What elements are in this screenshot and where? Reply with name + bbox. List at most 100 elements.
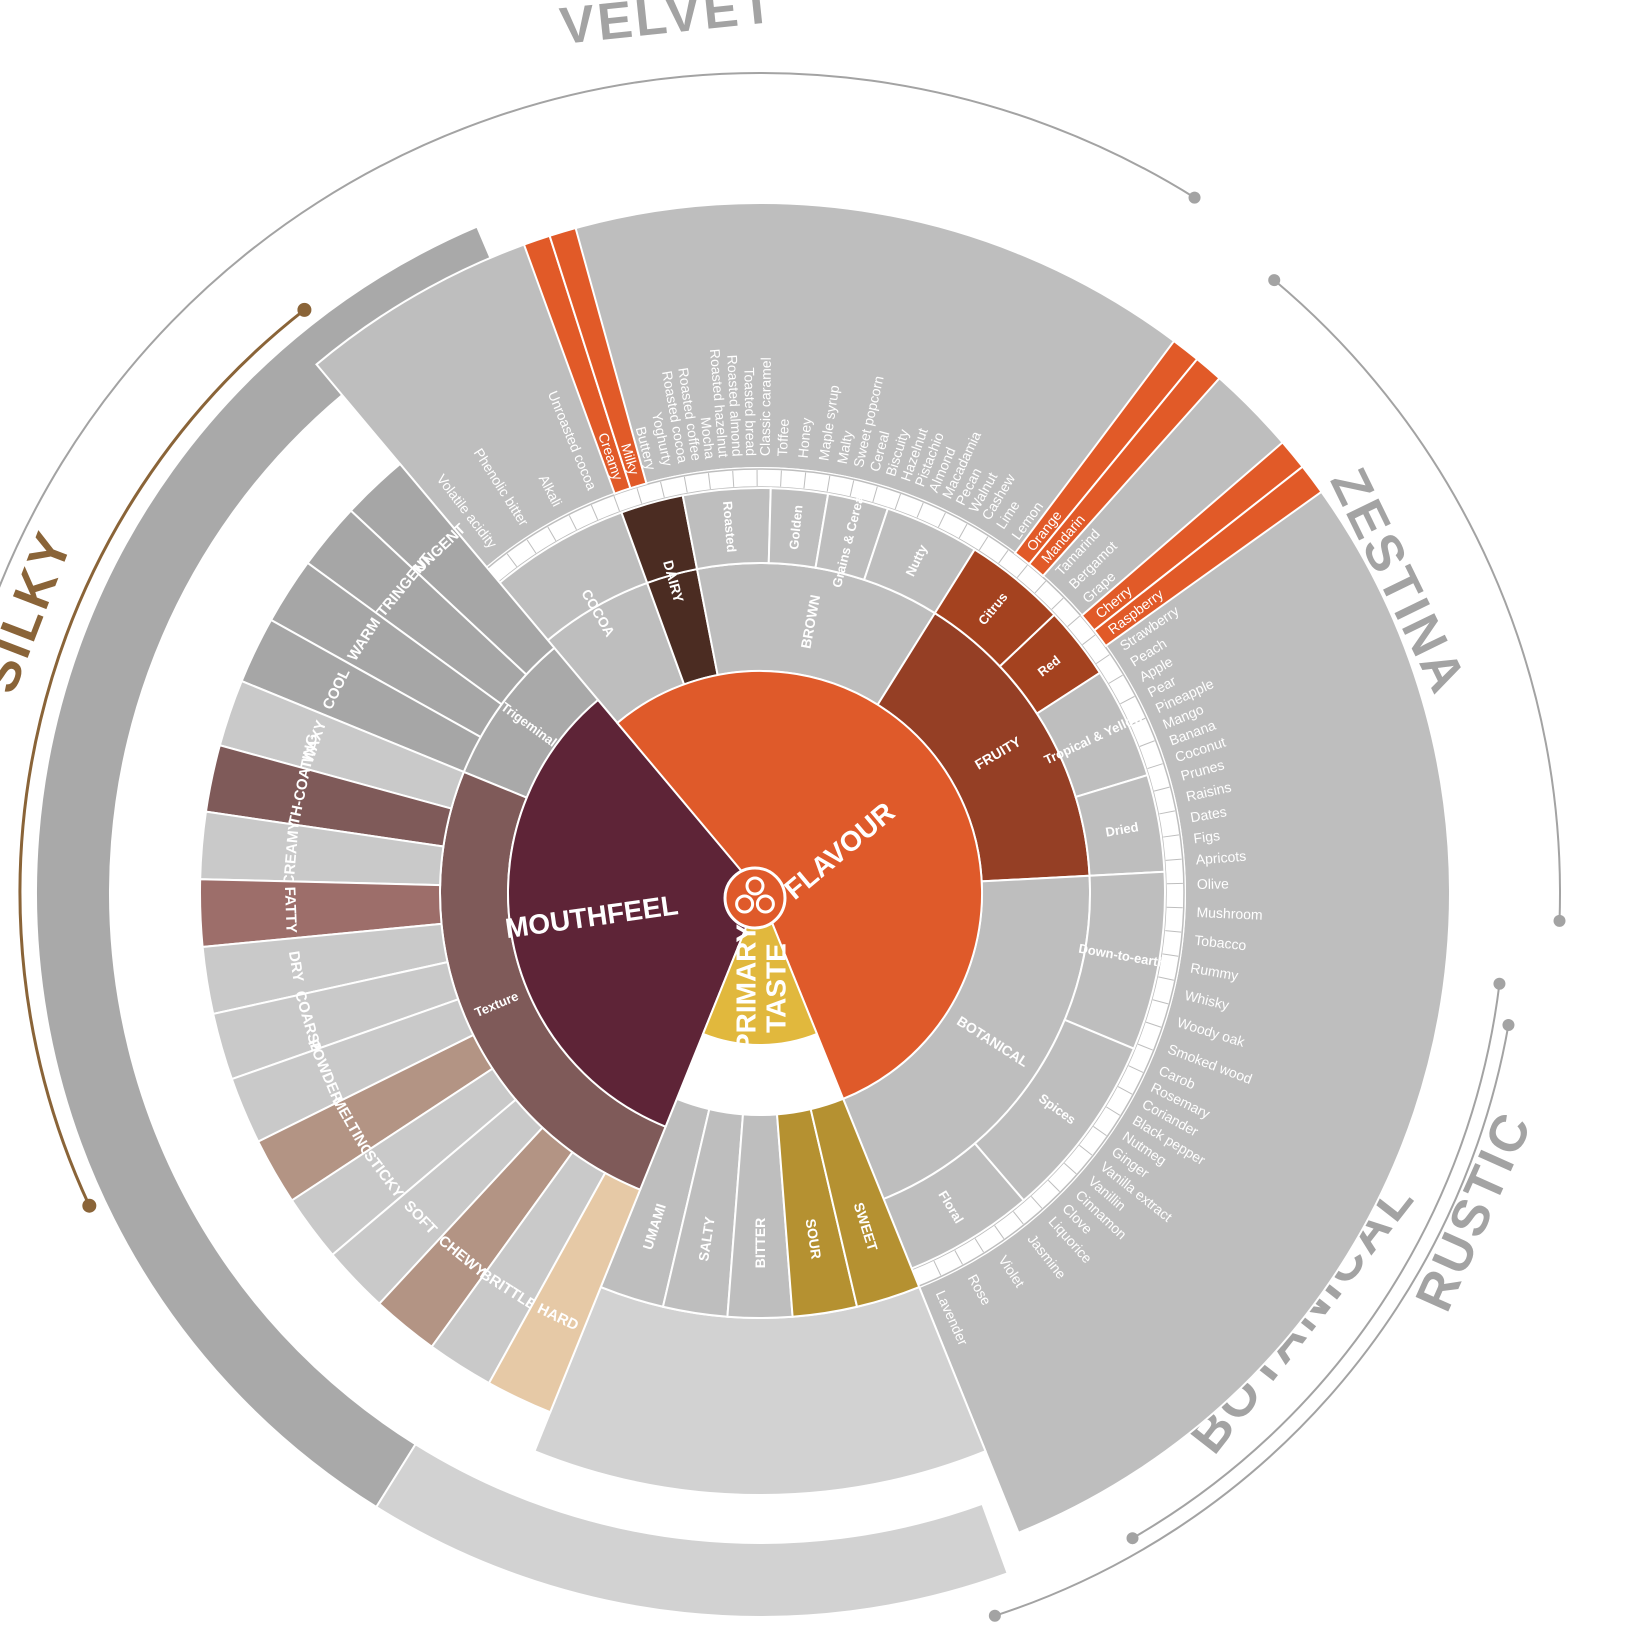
flavour-core-wedge — [615, 670, 983, 1101]
swirl-logo-icon — [723, 866, 787, 930]
mouthfeel-wedge-mouth-coating — [204, 744, 453, 848]
tick-mark — [1159, 810, 1176, 815]
tick-mark — [1158, 976, 1175, 981]
mouthfeel-label: DRY — [285, 950, 307, 983]
taste-wedge-sweet — [809, 1097, 921, 1308]
botanical-arc-end-dot — [988, 1609, 1001, 1622]
tick-mark — [1165, 858, 1182, 861]
tick-mark — [1082, 634, 1096, 646]
tick-mark — [1108, 674, 1123, 684]
mouthfeel-wedge-fatty — [199, 878, 443, 949]
tick-mark — [1165, 930, 1182, 933]
note-label: Classic caramel — [757, 357, 774, 456]
tick-mark — [1012, 1211, 1024, 1225]
rustic-style-label: RUSTIC — [1405, 1103, 1544, 1320]
tick-mark — [547, 526, 557, 542]
mouthfeel-wedge-sticky — [290, 1067, 518, 1257]
mouthfeel-wedge-waxy — [218, 679, 466, 810]
tick-mark — [1162, 953, 1179, 957]
tick-mark — [613, 495, 620, 512]
taste-label: SOUR — [803, 1218, 825, 1260]
mouthfeel-wedge-brittle — [430, 1150, 607, 1385]
tick-mark — [1120, 695, 1135, 705]
velvet-style-arc — [0, 72, 1196, 588]
tick-mark — [506, 553, 518, 567]
tick-mark — [1130, 717, 1146, 726]
mouthfeel-wedge-melting — [256, 1033, 494, 1202]
tick-mark — [1152, 999, 1169, 1005]
tick-mark — [1030, 1196, 1043, 1209]
mouthfeel-wedge-coarse — [212, 960, 460, 1081]
tick-mark — [707, 473, 711, 490]
zestina-style-arc — [1273, 279, 1561, 921]
tick-mark — [1034, 580, 1047, 594]
rustic-style-arc — [1131, 983, 1501, 1540]
mouthfeel-wedge-creamy — [199, 810, 445, 887]
tick-mark — [590, 504, 599, 520]
botanical-style-arc — [994, 1024, 1510, 1617]
tick-mark — [1163, 834, 1180, 838]
tick-mark — [780, 470, 782, 487]
logo-swirl — [755, 894, 775, 914]
note-label: Mocha — [698, 416, 719, 460]
tick-mark — [933, 1260, 942, 1276]
note-label: Toasted bread — [741, 367, 759, 456]
silky-style-arc — [18, 308, 306, 1207]
note-label: Toffee — [774, 418, 792, 457]
silky-arc-end-dot — [297, 302, 312, 317]
tick-mark — [1166, 906, 1183, 909]
tick-mark — [526, 539, 537, 554]
tick-mark — [958, 523, 968, 539]
zestina-arc-end-dot — [1268, 274, 1281, 287]
sub-category-label: Dried — [1104, 819, 1139, 840]
tick-mark — [1153, 786, 1170, 792]
tick-mark — [849, 480, 855, 497]
tick-mark — [1145, 1021, 1162, 1028]
tick-mark — [974, 1238, 984, 1253]
highlighted-note-band — [1092, 465, 1323, 648]
tick-mark — [683, 476, 688, 493]
tick-mark — [660, 481, 665, 498]
velvet-arc-end-dot — [1188, 191, 1201, 204]
note-label: Olive — [1197, 875, 1229, 892]
mouthfeel-wedge-chewy — [377, 1126, 574, 1349]
note-label: Dates — [1189, 803, 1228, 825]
mouthfeel-wedge-cool — [240, 618, 482, 774]
mouthfeel-wedge-astringent — [306, 509, 528, 706]
tick-mark — [894, 493, 901, 510]
tick-mark — [937, 512, 946, 528]
taste-label: SALTY — [695, 1215, 718, 1262]
tick-mark — [1147, 763, 1163, 770]
tick-mark — [954, 1250, 963, 1265]
highlighted-note-band — [548, 226, 648, 490]
note-label: Tobacco — [1194, 932, 1248, 954]
mouthfeel-core-wedge — [507, 698, 762, 1128]
tick-mark — [1067, 615, 1081, 627]
tick-mark — [1139, 740, 1155, 747]
note-label: Malty — [834, 429, 856, 465]
tick-mark — [1117, 1086, 1133, 1095]
note-label: Honey — [795, 417, 815, 459]
logo-swirl — [745, 876, 765, 896]
highlighted-note-band — [1027, 357, 1221, 578]
mouthfeel-label: FATTY — [281, 886, 300, 933]
primary-taste-core-label: TASTE — [761, 943, 792, 1033]
botanical-halo-band — [374, 1442, 1009, 1618]
mouthfeel-wedge-dry — [201, 922, 449, 1016]
tick-mark — [1095, 654, 1110, 665]
rustic-arc-end-dot — [1126, 1532, 1139, 1545]
tick-mark — [1137, 1043, 1153, 1051]
mouthfeel-wedge-pungent — [349, 462, 556, 676]
velvet-style-label: VELVET — [557, 0, 778, 56]
sub-category-label: Golden — [786, 504, 805, 550]
sub-category-label: Roasted — [720, 501, 739, 553]
taste-wedge-salty — [661, 1107, 745, 1318]
logo-ring — [723, 866, 787, 930]
tick-mark — [1106, 1106, 1121, 1116]
mouthfeel-wedge-hard — [487, 1171, 642, 1414]
tick-mark — [1051, 597, 1064, 610]
taste-wedge-bitter — [726, 1113, 794, 1320]
